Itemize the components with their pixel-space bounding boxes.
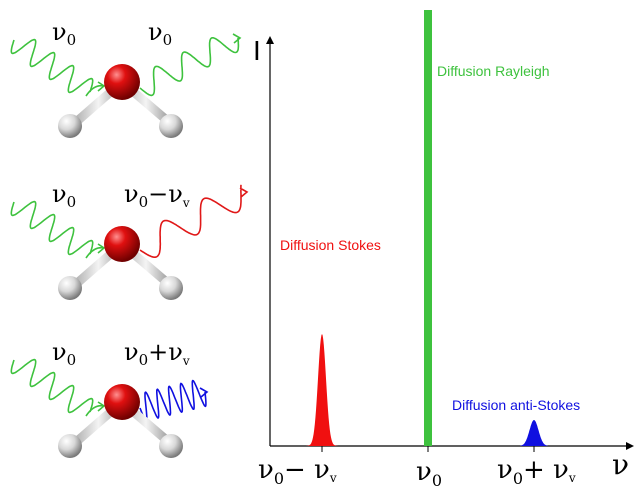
y-axis-arrow-icon: [266, 36, 274, 44]
incident-frequency-label: ν0: [52, 338, 76, 369]
hydrogen-atom: [58, 434, 82, 458]
water-molecule-icon: [58, 64, 183, 138]
tick-label-rayleigh: ν0: [416, 457, 442, 490]
incident-arrow-icon: [85, 401, 106, 417]
oxygen-atom: [104, 226, 140, 262]
tick-label-anti-stokes: ν0+ νv: [497, 455, 576, 488]
stokes-peak: [304, 334, 340, 446]
incident-wave: [10, 38, 94, 94]
scattered-wave: [139, 33, 242, 97]
water-molecule-icon: [58, 226, 183, 300]
hydrogen-atom: [58, 114, 82, 138]
tick-label-stokes: ν0− νv: [258, 455, 337, 488]
scattered-wave: [139, 184, 249, 258]
hydrogen-atom: [159, 114, 183, 138]
panel-rayleigh: ν0 ν0: [10, 18, 242, 138]
scattered-frequency-label: ν0+νv: [124, 338, 190, 369]
rayleigh-peak: [424, 10, 432, 446]
incident-wave: [10, 200, 94, 256]
anti-stokes-peak-label: Diffusion anti-Stokes: [452, 397, 580, 413]
stokes-peak-label: Diffusion Stokes: [280, 237, 381, 253]
incident-wave: [10, 358, 94, 414]
scattered-frequency-label: ν0: [148, 18, 172, 49]
incident-arrow-icon: [85, 243, 106, 259]
incident-frequency-label: ν0: [52, 180, 76, 211]
hydrogen-atom: [58, 276, 82, 300]
y-axis-label: I: [253, 35, 261, 66]
oxygen-atom: [104, 384, 140, 420]
spectrum-plot: I ν Diffusion Stokes Diffusion Rayleigh …: [253, 10, 634, 490]
rayleigh-peak-label: Diffusion Rayleigh: [437, 63, 550, 79]
scattered-wave: [139, 379, 209, 422]
x-axis-arrow-icon: [626, 442, 634, 450]
scattered-frequency-label: ν0−νv: [124, 180, 190, 211]
incident-frequency-label: ν0: [52, 18, 76, 49]
incident-arrow-icon: [85, 81, 106, 97]
panel-stokes: ν0 ν0−νv: [10, 180, 249, 300]
oxygen-atom: [104, 64, 140, 100]
x-axis-label: ν: [612, 448, 629, 481]
hydrogen-atom: [159, 434, 183, 458]
panel-anti-stokes: ν0 ν0+νv: [10, 338, 209, 458]
hydrogen-atom: [159, 276, 183, 300]
anti-stokes-peak: [520, 420, 548, 446]
water-molecule-icon: [58, 384, 183, 458]
